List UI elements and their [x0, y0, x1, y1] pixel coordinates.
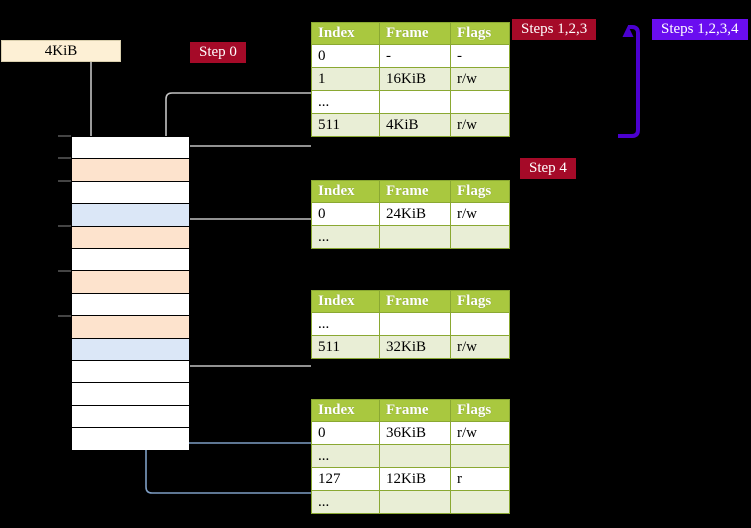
cell-index: ... — [311, 444, 380, 468]
memory-frame-row — [72, 204, 189, 227]
column-header-frame: Frame — [379, 399, 451, 422]
physical-memory-column — [71, 136, 190, 451]
cell-frame — [379, 312, 451, 336]
cell-index: 127 — [311, 467, 380, 491]
cell-flags: r/w — [450, 67, 510, 91]
memory-frame-row — [72, 226, 189, 249]
cell-flags — [450, 225, 510, 249]
table-row: ... — [311, 225, 510, 249]
cell-frame: 36KiB — [379, 421, 451, 445]
cell-flags: r — [450, 467, 510, 491]
table-row: ... — [311, 312, 510, 336]
connector-pml4-row511 — [176, 145, 311, 159]
cell-frame: 12KiB — [379, 467, 451, 491]
column-header-index: Index — [311, 180, 380, 203]
column-header-index: Index — [311, 290, 380, 313]
memory-frame-row — [72, 159, 189, 182]
cell-frame — [379, 490, 451, 514]
memory-frame-row — [72, 248, 189, 272]
cell-flags — [450, 90, 510, 114]
memory-frame-row — [72, 360, 189, 384]
badge-step-4: Step 4 — [520, 158, 576, 179]
cell-index: ... — [311, 312, 380, 336]
cell-index: 511 — [311, 335, 380, 359]
cell-flags — [450, 490, 510, 514]
memory-frame-row — [72, 293, 189, 317]
cell-frame: 16KiB — [379, 67, 451, 91]
cell-frame: 4KiB — [379, 113, 451, 137]
cell-index: 0 — [311, 44, 380, 68]
cell-flags: r/w — [450, 421, 510, 445]
cell-index: 1 — [311, 67, 380, 91]
cell-flags: r/w — [450, 113, 510, 137]
memory-frame-row — [72, 271, 189, 294]
column-header-index: Index — [311, 399, 380, 422]
purple-bracket-arrow — [618, 25, 640, 138]
size-label-box: 4KiB — [1, 40, 121, 62]
cell-frame — [379, 90, 451, 114]
cell-index: ... — [311, 490, 380, 514]
cell-frame — [379, 444, 451, 468]
memory-frame-row — [72, 428, 189, 451]
memory-frame-row — [72, 181, 189, 205]
badge-step-0: Step 0 — [190, 42, 246, 63]
memory-frame-row — [72, 137, 189, 160]
column-header-flags: Flags — [450, 22, 510, 45]
cell-frame: 32KiB — [379, 335, 451, 359]
column-header-flags: Flags — [450, 399, 510, 422]
column-header-index: Index — [311, 22, 380, 45]
cell-flags: - — [450, 44, 510, 68]
table-row: ... — [311, 90, 510, 114]
memory-frame-row — [72, 338, 189, 361]
cell-frame — [379, 225, 451, 249]
badge-steps-123: Steps 1,2,3 — [512, 19, 597, 40]
cell-frame: 24KiB — [379, 202, 451, 226]
table-row: 0-- — [311, 44, 510, 68]
table-row: ... — [311, 444, 510, 468]
memory-frame-row — [72, 405, 189, 429]
cell-flags: r/w — [450, 202, 510, 226]
badge-steps-1234: Steps 1,2,3,4 — [652, 19, 748, 40]
cell-index: ... — [311, 90, 380, 114]
column-header-frame: Frame — [379, 180, 451, 203]
memory-frame-row — [72, 383, 189, 406]
cell-index: 0 — [311, 202, 380, 226]
cell-index: 0 — [311, 421, 380, 445]
column-header-flags: Flags — [450, 290, 510, 313]
cell-frame: - — [379, 44, 451, 68]
cell-flags: r/w — [450, 335, 510, 359]
cell-flags — [450, 312, 510, 336]
cell-index: 511 — [311, 113, 380, 137]
cell-index: ... — [311, 225, 380, 249]
column-header-frame: Frame — [379, 22, 451, 45]
table-row: ... — [311, 490, 510, 514]
column-header-frame: Frame — [379, 290, 451, 313]
cell-flags — [450, 444, 510, 468]
column-header-flags: Flags — [450, 180, 510, 203]
memory-frame-row — [72, 316, 189, 339]
